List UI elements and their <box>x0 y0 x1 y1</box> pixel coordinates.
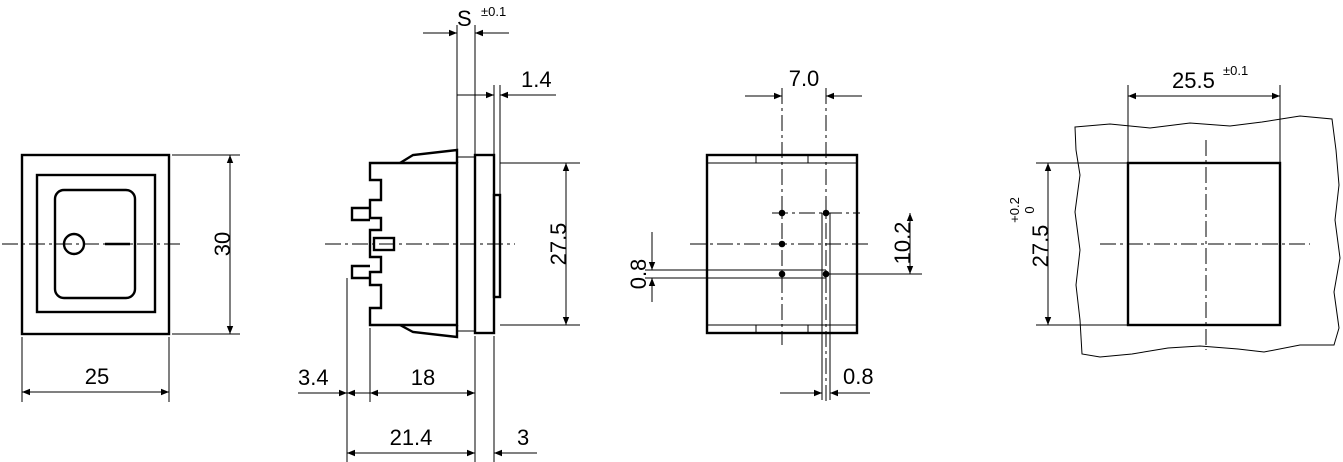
pin-dot <box>778 270 786 278</box>
bezel-label: 3 <box>517 425 529 450</box>
pin-pitch-x-label: 7.0 <box>789 66 820 91</box>
cutout-width-tolerance: ±0.1 <box>1223 63 1248 78</box>
offset-label: 3.4 <box>298 365 329 390</box>
cutout-height-tol-upper: +0.2 <box>1007 197 1022 223</box>
pin-view: 7.0 10.2 0.8 0.8 <box>626 66 922 402</box>
pin-size-h-label: 0.8 <box>843 364 874 389</box>
front-view: 30 25 <box>2 153 240 402</box>
cutout-height-tol-lower: 0 <box>1022 206 1037 213</box>
pin-dot <box>778 240 786 248</box>
pin-dot <box>822 270 830 278</box>
side-height-label: 27.5 <box>546 223 571 266</box>
thickness-label: S <box>457 6 472 31</box>
cutout-width-label: 25.5 <box>1172 68 1215 93</box>
pin-dots <box>778 209 830 278</box>
pin-pitch-y-label: 10.2 <box>890 222 915 265</box>
pin-dot <box>822 209 830 217</box>
thickness-tolerance: ±0.1 <box>481 4 506 19</box>
total-depth-label: 21.4 <box>390 425 433 450</box>
cutout-height-label: 27.5 <box>1028 225 1053 268</box>
panel-outline <box>1074 115 1341 358</box>
front-width-label: 25 <box>85 364 109 389</box>
body-depth-label: 18 <box>411 365 435 390</box>
pin-size-v-label: 0.8 <box>626 259 651 290</box>
front-height-label: 30 <box>210 232 235 256</box>
side-view: S ±0.1 1.4 27.5 3.4 18 21.4 3 <box>298 4 580 462</box>
cutout-view: 25.5 ±0.1 27.5 +0.2 0 <box>1007 63 1341 358</box>
flange-label: 1.4 <box>521 67 552 92</box>
pin-dot <box>778 209 786 217</box>
